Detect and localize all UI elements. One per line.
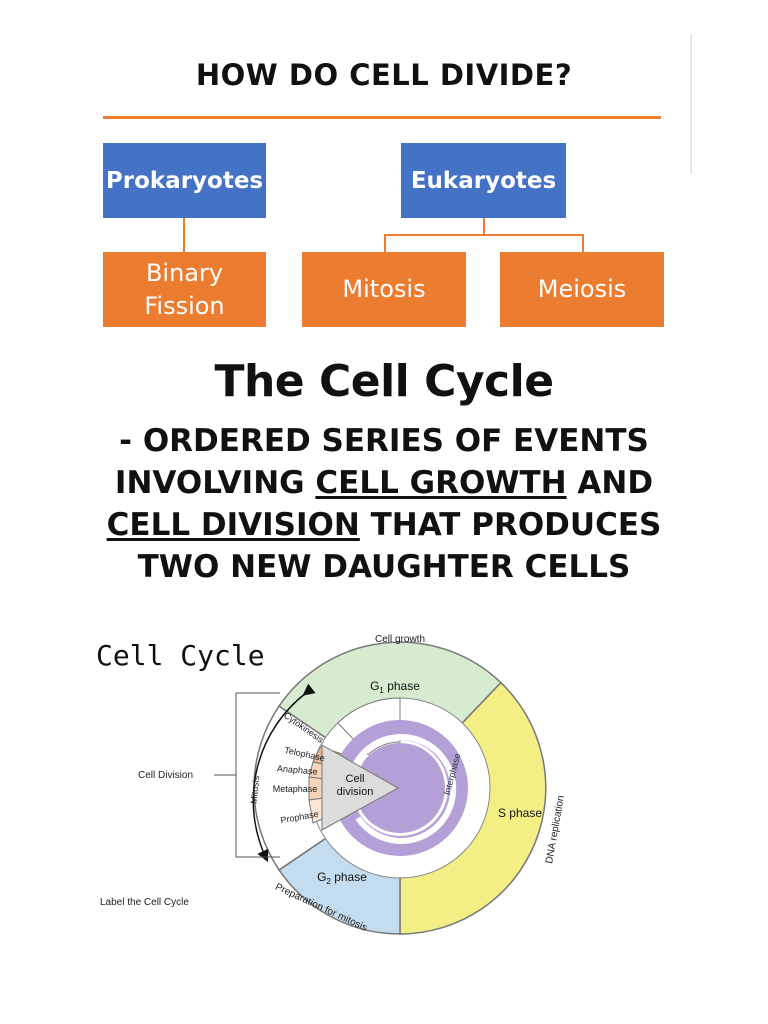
eukaryotes-connector-bar — [384, 234, 583, 236]
heading-rule — [103, 116, 661, 119]
binary-fission-box: Binary Fission — [103, 252, 266, 327]
prokaryotes-connector — [183, 218, 185, 252]
definition-term-cell-growth: CELL GROWTH — [315, 465, 567, 501]
cell-cycle-definition: - ORDERED SERIES OF EVENTS INVOLVING CEL… — [80, 420, 688, 588]
mitosis-connector — [384, 234, 386, 252]
margin-line — [690, 34, 692, 174]
center-cell-label: Cell — [346, 773, 365, 785]
interphase-cycle-arrow — [349, 733, 457, 844]
cell-cycle-diagram: Cell Cycle Cell division Cell growth G1 … — [96, 634, 567, 935]
meiosis-connector — [582, 234, 584, 252]
eukaryotes-connector-stem — [483, 218, 485, 235]
binary-fission-line2: Fission — [144, 291, 225, 320]
prokaryotes-box: Prokaryotes — [103, 143, 266, 218]
eukaryotes-box: Eukaryotes — [401, 143, 566, 218]
cell-division-wedge — [321, 744, 400, 831]
s-phase-label: S phase — [498, 806, 542, 820]
dna-replication-label: DNA replication — [544, 795, 567, 865]
diagram-handwritten-title: Cell Cycle — [96, 639, 265, 672]
meiosis-box: Meiosis — [500, 252, 664, 327]
cell-division-side-label: Cell Division — [138, 770, 193, 781]
cell-cycle-title: The Cell Cycle — [214, 356, 554, 407]
definition-part2: AND — [566, 465, 654, 501]
metaphase-label: Metaphase — [273, 784, 318, 794]
g1-phase-label: G1 phase — [370, 679, 420, 695]
interphase-core — [355, 743, 445, 833]
definition-part1: - ORDERED SERIES OF EVENTS INVOLVING — [114, 423, 649, 501]
mitosis-box: Mitosis — [302, 252, 466, 327]
mitosis-arc-arrow — [252, 683, 316, 863]
center-division-label: division — [337, 786, 374, 798]
cell-growth-label: Cell growth — [375, 634, 425, 645]
page-heading: HOW DO CELL DIVIDE? — [195, 58, 573, 92]
g2-phase-label: G2 phase — [317, 870, 367, 886]
definition-part3: THAT PRODUCES TWO NEW DAUGHTER CELLS — [137, 507, 662, 585]
definition-term-cell-division: CELL DIVISION — [106, 507, 360, 543]
binary-fission-line1: Binary — [145, 258, 224, 287]
mitosis-arc-label: Mitosis — [249, 775, 261, 804]
label-instruction: Label the Cell Cycle — [100, 897, 189, 908]
